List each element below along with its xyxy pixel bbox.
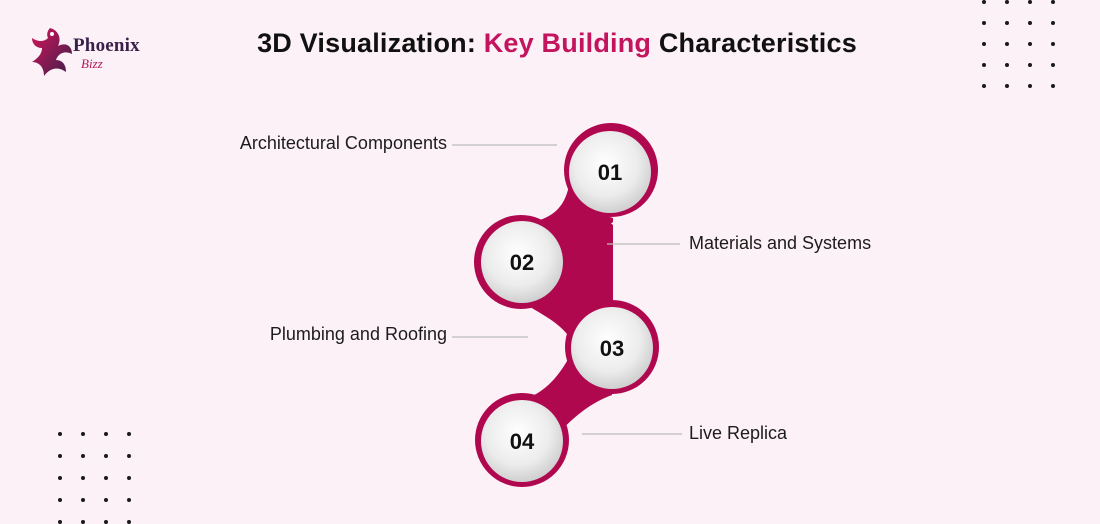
step-buttons [481,131,653,482]
connector-lines [452,144,682,435]
decorative-dots-bottom-left [58,432,131,524]
decorative-dots-top-right [982,0,1055,88]
step-circle-4 [481,400,563,482]
step-label-4: Live Replica [689,423,788,443]
step-circle-1 [569,131,651,213]
brand-sub: Bizz [81,56,103,71]
step-label-1: Architectural Components [239,133,447,153]
step-label-3: Plumbing and Roofing [269,324,447,344]
step-number-3: 03 [600,336,624,361]
step-circle-2 [481,221,563,303]
step-number-2: 02 [510,250,534,275]
step-label-2: Materials and Systems [689,233,872,253]
phoenix-icon [32,28,72,76]
page-title: 3D Visualization: Key Building Character… [0,28,1100,59]
brand-name: Phoenix [73,35,140,56]
brand-logo: Phoenix Bizz [28,24,158,80]
title-accent: Key Building [483,28,652,58]
title-part-1: 3D Visualization: [257,28,484,58]
step-number-4: 04 [510,429,535,454]
step-number-1: 01 [598,160,622,185]
title-part-2: Characteristics [651,28,857,58]
step-circle-3 [571,307,653,389]
